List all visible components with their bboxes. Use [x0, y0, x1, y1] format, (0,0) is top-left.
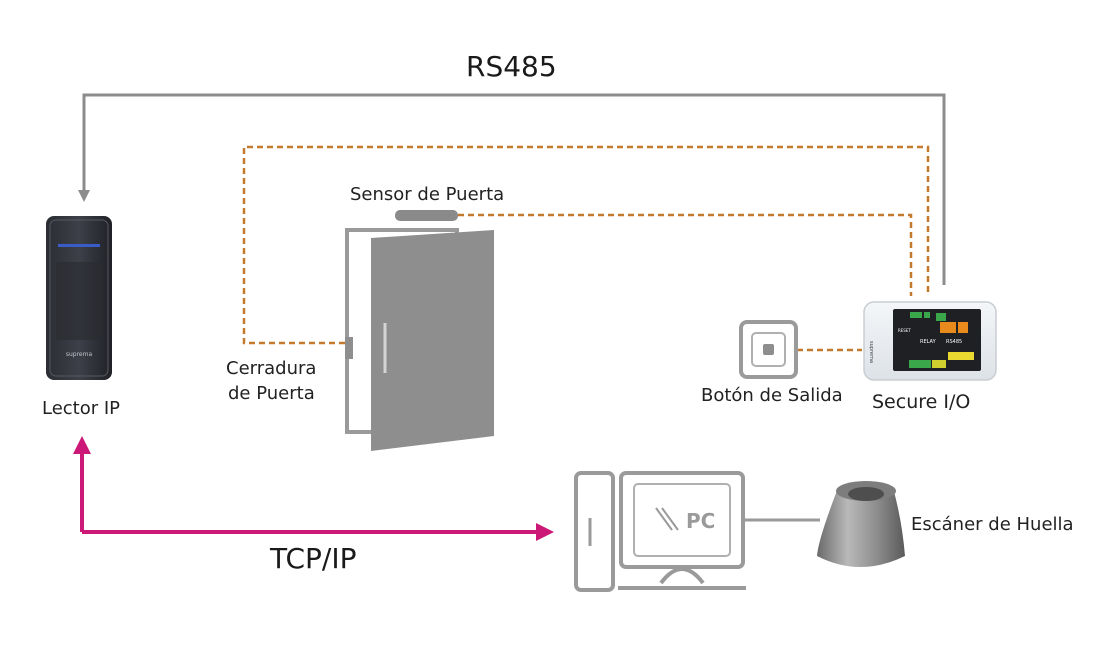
cerradura-label-line2: de Puerta: [228, 383, 315, 404]
io-relay-text: RELAY: [920, 339, 937, 345]
secure-io-label: Secure I/O: [872, 391, 971, 413]
boton-de-salida-label: Botón de Salida: [701, 385, 843, 406]
escaner-de-huella-label: Escáner de Huella: [911, 514, 1074, 535]
io-brand-text: suprema: [868, 341, 874, 363]
door-sensor-icon: [395, 210, 458, 221]
sensor-de-puerta-label: Sensor de Puerta: [350, 184, 505, 205]
io-rs485-text: RS485: [946, 339, 962, 345]
tcpip-label: TCP/IP: [270, 542, 357, 575]
io-reset-text: RESET: [898, 328, 911, 333]
rs485-line: [78, 93, 946, 285]
ip-reader-icon: suprema: [46, 216, 112, 380]
fingerprint-scanner-icon: [817, 481, 905, 567]
lector-ip-label: Lector IP: [42, 398, 121, 419]
sensor-wiring-line: [458, 213, 913, 296]
secure-io-module-icon: RELAY RS485 RESET suprema: [863, 301, 997, 381]
cerradura-label-line1: Cerradura: [226, 358, 317, 379]
rs485-label: RS485: [466, 50, 557, 83]
reader-brand-text: suprema: [66, 351, 93, 358]
lock-wiring-line: [242, 145, 930, 345]
exit-button-icon: [739, 320, 798, 379]
door-icon: [345, 228, 494, 451]
pc-label: PC: [686, 509, 715, 533]
computer-icon: PC: [574, 471, 746, 592]
